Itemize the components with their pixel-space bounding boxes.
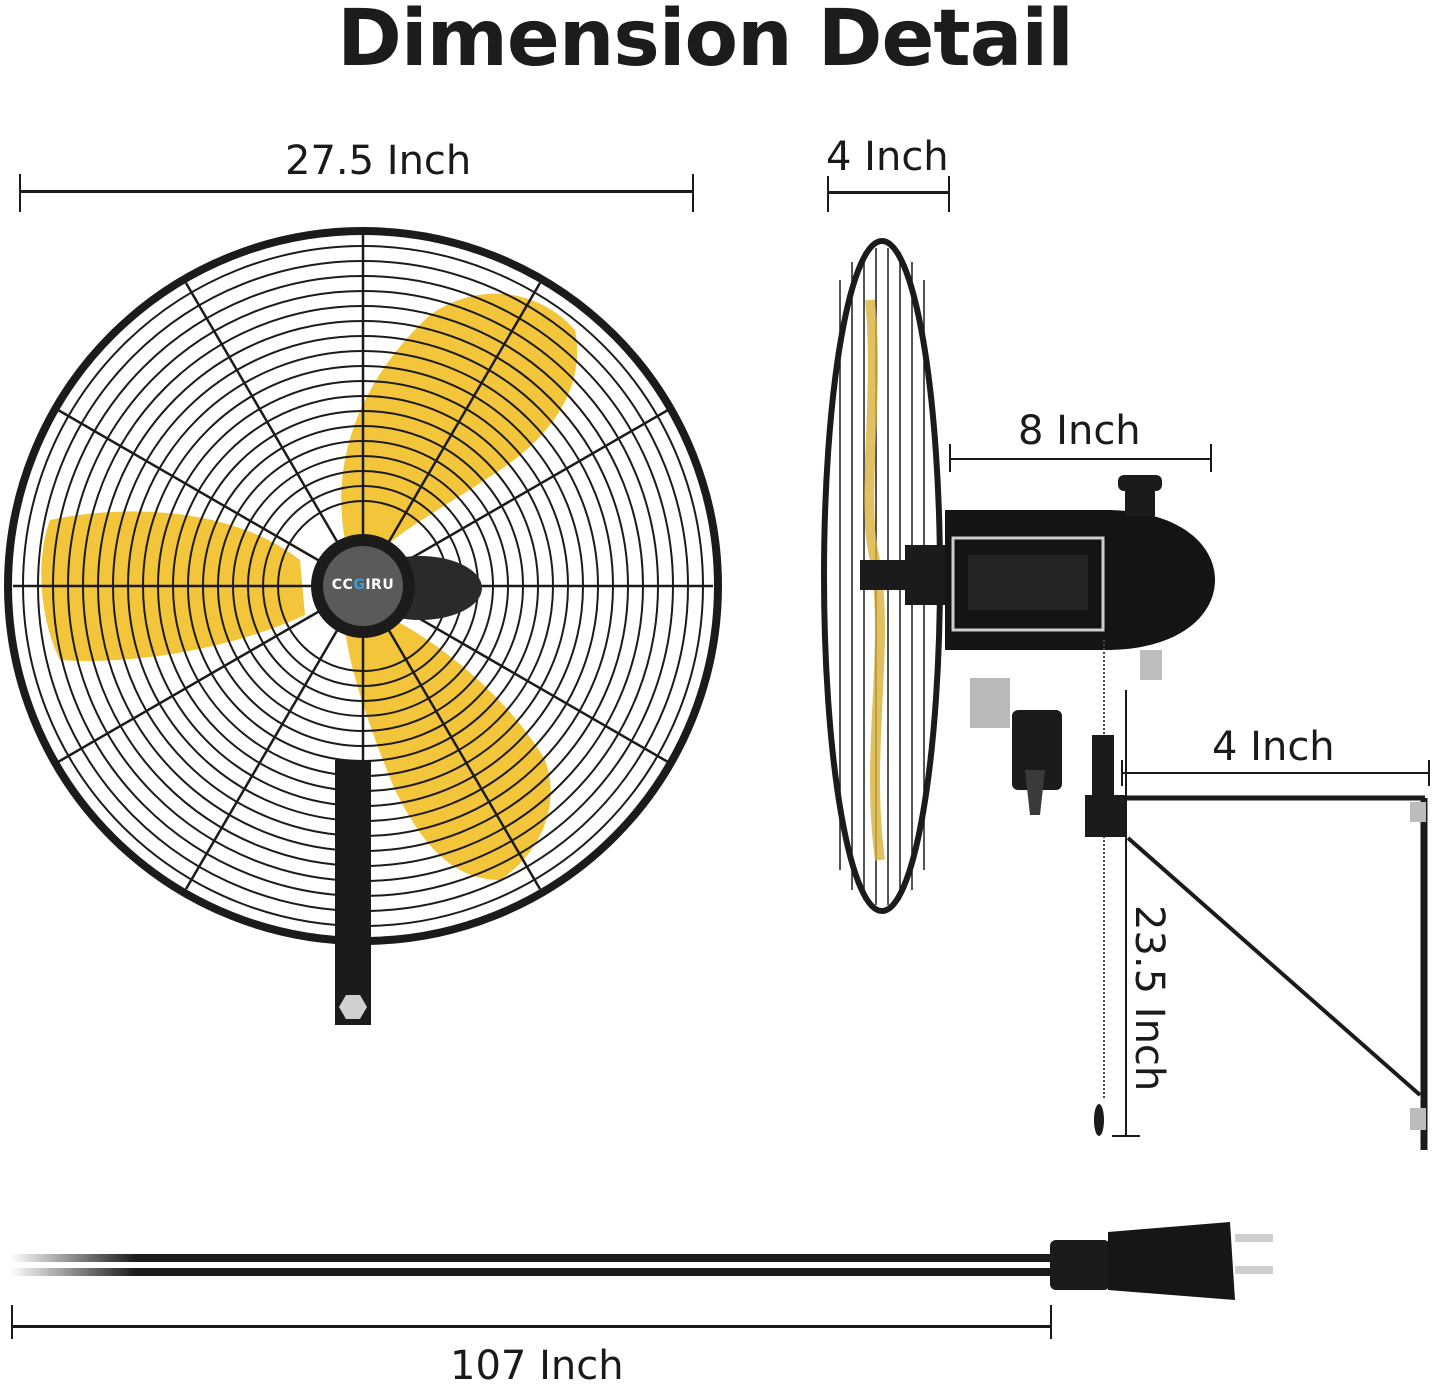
bracket-depth-tick-left <box>1121 760 1123 786</box>
fan-width-tick-right <box>692 174 694 212</box>
cord-length-tick-right <box>1050 1305 1052 1339</box>
fan-width-line <box>20 190 694 193</box>
page-title: Dimension Detail <box>337 0 1074 84</box>
fan-depth-tick-right <box>948 176 950 212</box>
motor-length-label: 8 Inch <box>1018 408 1141 454</box>
bracket-depth-tick-right <box>1428 760 1430 786</box>
bracket-height-tick-bottom <box>1112 1135 1140 1137</box>
bracket-height-line <box>1125 690 1127 1137</box>
fan-front-icon <box>4 227 722 1025</box>
brand-logo: CCGIRU <box>330 577 396 593</box>
fan-width-tick-left <box>19 174 21 212</box>
cord-length-label: 107 Inch <box>450 1343 624 1389</box>
motor-length-line <box>950 458 1212 460</box>
fan-depth-tick-left <box>827 176 829 212</box>
fan-width-label: 27.5 Inch <box>285 138 472 184</box>
fan-depth-line <box>828 191 950 194</box>
cord-length-line <box>12 1325 1052 1328</box>
fan-depth-label: 4 Inch <box>826 134 949 180</box>
bracket-height-label: 23.5 Inch <box>1126 905 1172 1092</box>
cord-length-tick-left <box>11 1305 13 1339</box>
motor-length-tick-left <box>949 444 951 472</box>
bracket-depth-line <box>1122 772 1430 774</box>
bracket-depth-label: 4 Inch <box>1212 724 1335 770</box>
brand-logo-accent: G <box>353 577 366 593</box>
brand-logo-part2: IRU <box>365 577 395 593</box>
motor-length-tick-right <box>1210 444 1212 472</box>
brand-logo-part1: CC <box>331 577 354 593</box>
